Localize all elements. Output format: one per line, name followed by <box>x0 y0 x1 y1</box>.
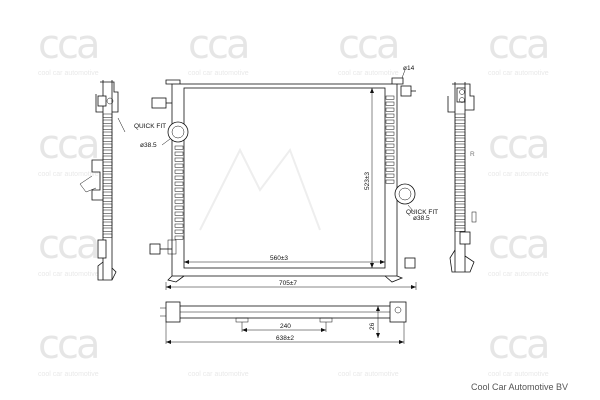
right-side-view <box>447 82 477 273</box>
watermark-logo: cca <box>188 22 248 68</box>
quick-fit-diameter-left: ø38.5 <box>140 142 157 149</box>
bottom-width-label: 638±2 <box>276 335 294 342</box>
watermark-logo: cca <box>38 22 98 68</box>
watermark-logo: cca <box>488 322 548 368</box>
watermark-logo: cca <box>38 222 98 268</box>
watermark-logo: cca <box>488 222 548 268</box>
bottom-spacing-label: 240 <box>280 323 291 330</box>
watermark-subtitle: cool car automotive <box>338 371 399 378</box>
watermark-subtitle: cool car automotive <box>38 171 99 178</box>
watermark-subtitle: cool car automotive <box>38 371 99 378</box>
watermark-logo: cca <box>338 22 398 68</box>
company-name: Cool Car Automotive BV <box>470 382 568 392</box>
quick-fit-label-left: QUICK FIT <box>134 123 166 130</box>
watermark-subtitle: cool car automotive <box>38 271 99 278</box>
watermark-subtitle: cool car automotive <box>488 371 549 378</box>
watermark-subtitle: cool car automotive <box>488 171 549 178</box>
watermark-logo: cca <box>38 322 98 368</box>
bottom-view <box>160 301 407 344</box>
bottom-depth-label: 26 <box>369 322 376 330</box>
core-width-label: 560±3 <box>270 255 288 262</box>
quick-fit-diameter-right: ø38.5 <box>413 215 430 222</box>
watermark-subtitle: cool car automotive <box>188 70 249 77</box>
side-marker: R <box>470 151 475 158</box>
watermark-layer: cca cca cca cca cool car automotive cool… <box>38 22 551 378</box>
watermark-logo: cca <box>488 22 548 68</box>
watermark-subtitle: cool car automotive <box>488 70 549 77</box>
watermark-subtitle: cool car automotive <box>38 70 99 77</box>
watermark-logo: cca <box>38 122 98 168</box>
quick-fit-label-right: QUICK FIT <box>406 209 438 216</box>
diameter-top-label: ø14 <box>403 65 415 72</box>
overall-width-label: 705±7 <box>279 280 297 287</box>
core-height-label: 523±3 <box>364 172 371 190</box>
watermark-logo: cca <box>488 122 548 168</box>
watermark-subtitle: cool car automotive <box>338 70 399 77</box>
watermark-subtitle: cool car automotive <box>188 371 249 378</box>
watermark-subtitle: cool car automotive <box>488 271 549 278</box>
front-view <box>149 69 417 290</box>
left-side-view <box>79 80 126 281</box>
